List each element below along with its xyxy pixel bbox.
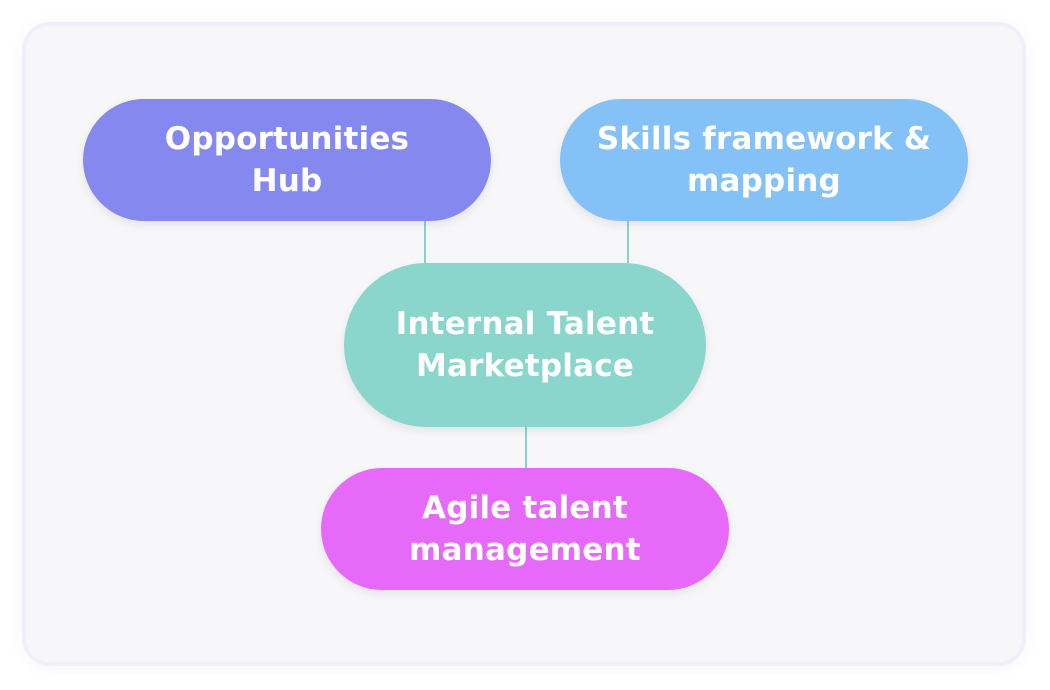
- node-skills-framework-line2: mapping: [687, 163, 841, 199]
- connector-opportunities-to-marketplace: [424, 221, 426, 263]
- connector-skills-to-marketplace: [627, 221, 629, 263]
- node-opportunities-hub-line2: Hub: [251, 163, 323, 199]
- connector-marketplace-to-agile: [525, 427, 527, 468]
- node-internal-talent-marketplace-line2: Marketplace: [415, 348, 635, 384]
- node-skills-framework-line1: Skills framework &: [596, 121, 932, 157]
- node-opportunities-hub: Opportunities Hub: [83, 99, 491, 221]
- node-skills-framework: Skills framework & mapping: [560, 99, 968, 221]
- node-opportunities-hub-line1: Opportunities: [164, 121, 410, 157]
- node-agile-talent-management: Agile talent management: [321, 468, 729, 590]
- node-agile-talent-management-line1: Agile talent: [422, 490, 628, 526]
- node-agile-talent-management-line2: management: [409, 532, 641, 568]
- node-internal-talent-marketplace-line1: Internal Talent: [395, 306, 655, 342]
- node-internal-talent-marketplace: Internal Talent Marketplace: [344, 263, 706, 427]
